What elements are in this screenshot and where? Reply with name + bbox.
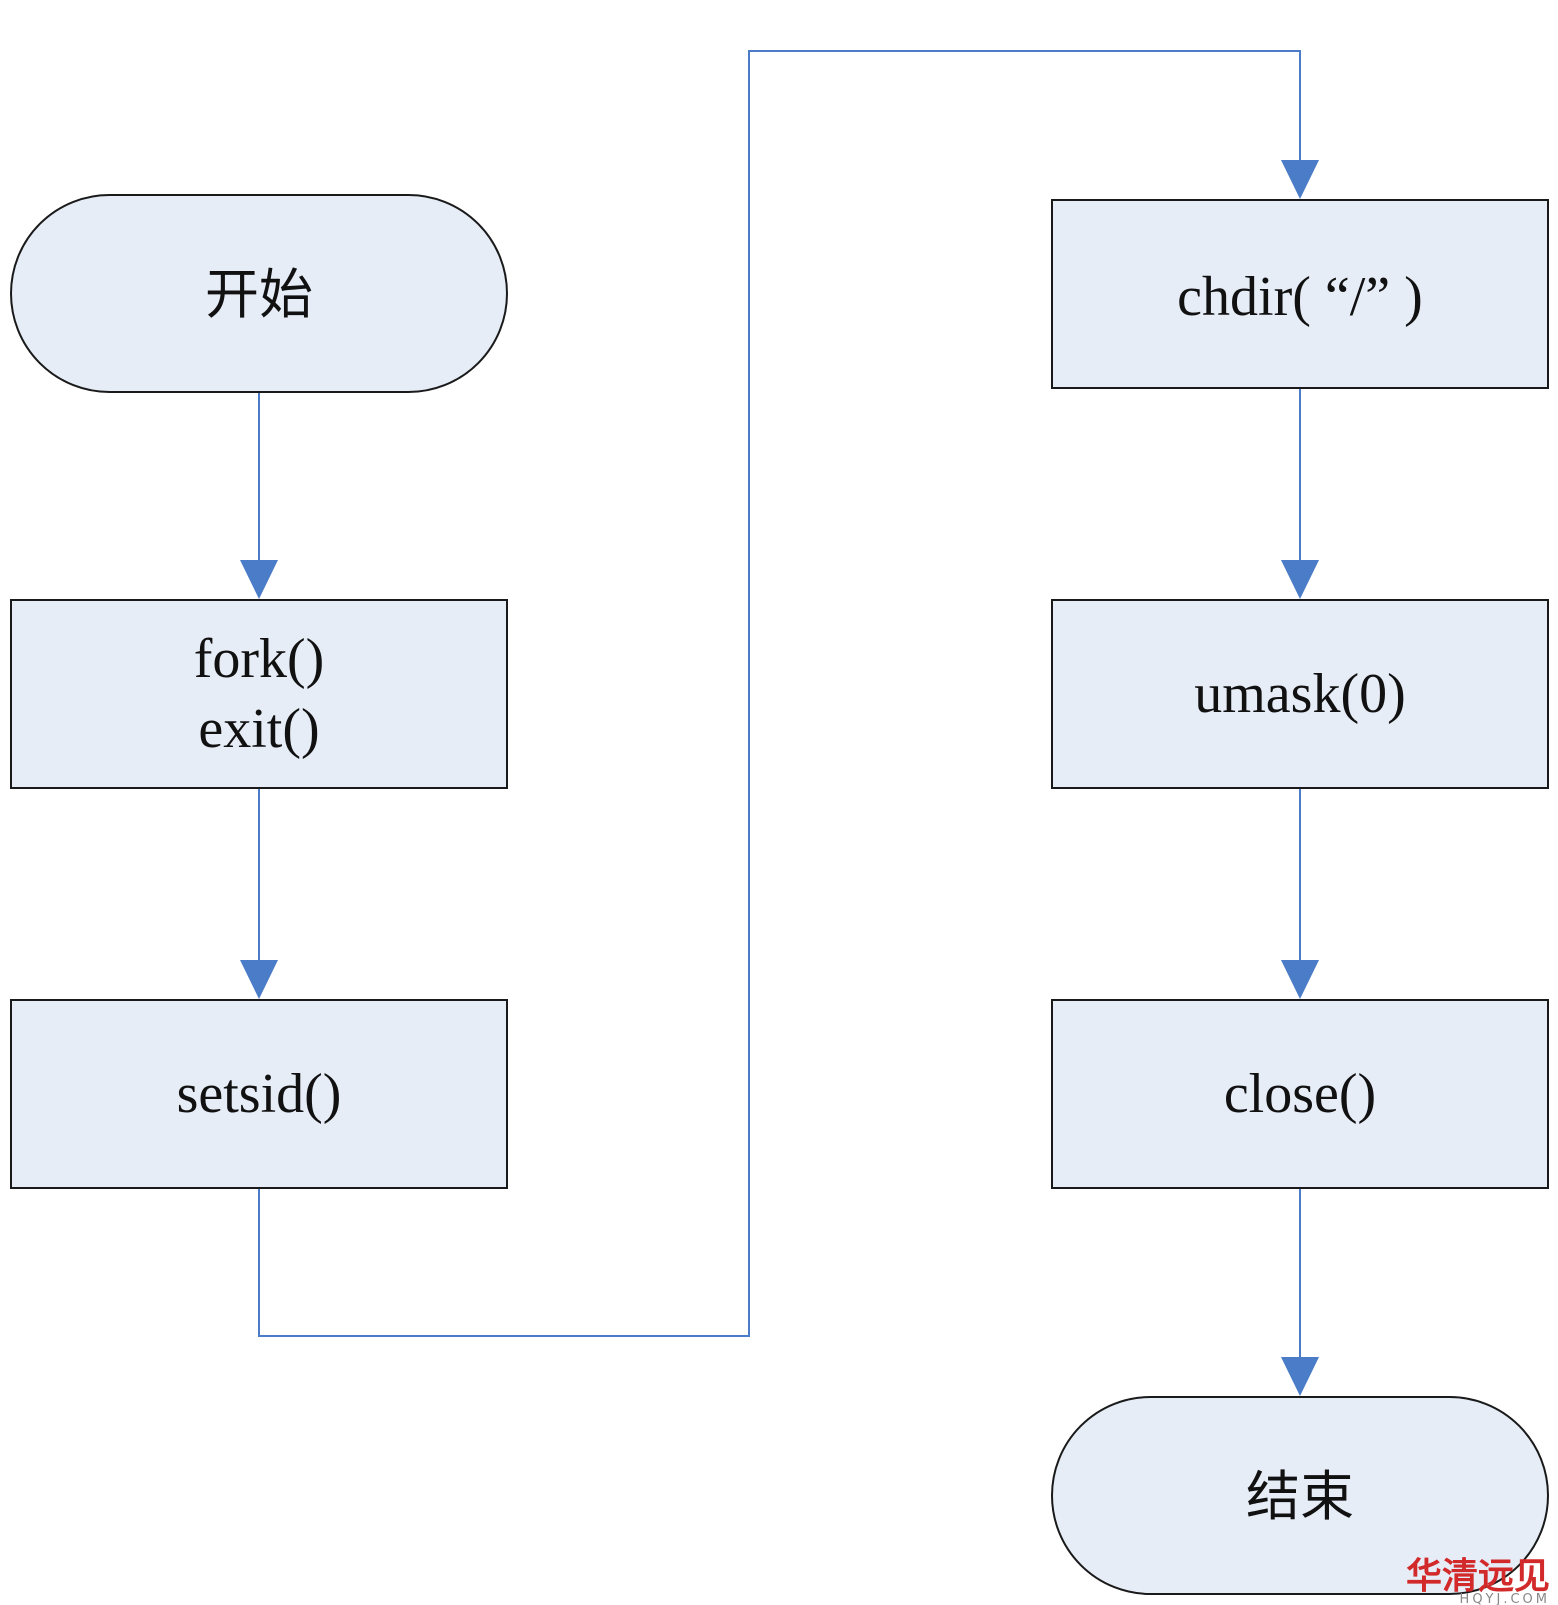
close-process-shape	[1051, 999, 1549, 1189]
end-label: 结束	[1246, 1465, 1354, 1528]
node-end: 结束	[1051, 1396, 1549, 1595]
connectors	[240, 50, 1319, 1396]
setsid-label: setsid()	[177, 1063, 342, 1125]
umask-process-shape	[1051, 599, 1549, 789]
start-terminator-shape	[10, 194, 508, 393]
node-umask: umask(0)	[1051, 599, 1549, 789]
close-label: close()	[1224, 1063, 1376, 1125]
chdir-process-shape	[1051, 199, 1549, 389]
node-setsid: setsid()	[10, 999, 508, 1189]
start-label: 开始	[205, 263, 313, 326]
arrowhead-end	[1281, 1357, 1319, 1396]
node-close: close()	[1051, 999, 1549, 1189]
fork-process-shape	[10, 599, 508, 789]
arrowhead-chdir	[1281, 160, 1319, 199]
edge-setsid-chdir	[258, 50, 1301, 1337]
setsid-process-shape	[10, 999, 508, 1189]
arrowhead-fork	[240, 560, 278, 599]
watermark-domain: HQYJ.COM	[1460, 1592, 1550, 1605]
node-start: 开始	[10, 194, 508, 393]
arrowhead-close	[1281, 960, 1319, 999]
arrowhead-umask	[1281, 560, 1319, 599]
node-chdir: chdir( “/” )	[1051, 199, 1549, 389]
node-fork: fork() exit()	[10, 599, 508, 789]
umask-label: umask(0)	[1194, 663, 1406, 725]
arrowhead-setsid	[240, 960, 278, 999]
fork-label-line-2: exit()	[198, 698, 319, 760]
watermark-logo: 华清远见 HQYJ.COM	[1406, 1556, 1550, 1605]
watermark-brand: 华清远见	[1406, 1556, 1550, 1597]
fork-label-line-1: fork()	[194, 628, 325, 690]
chdir-label: chdir( “/” )	[1177, 266, 1423, 328]
end-terminator-shape	[1051, 1396, 1549, 1595]
